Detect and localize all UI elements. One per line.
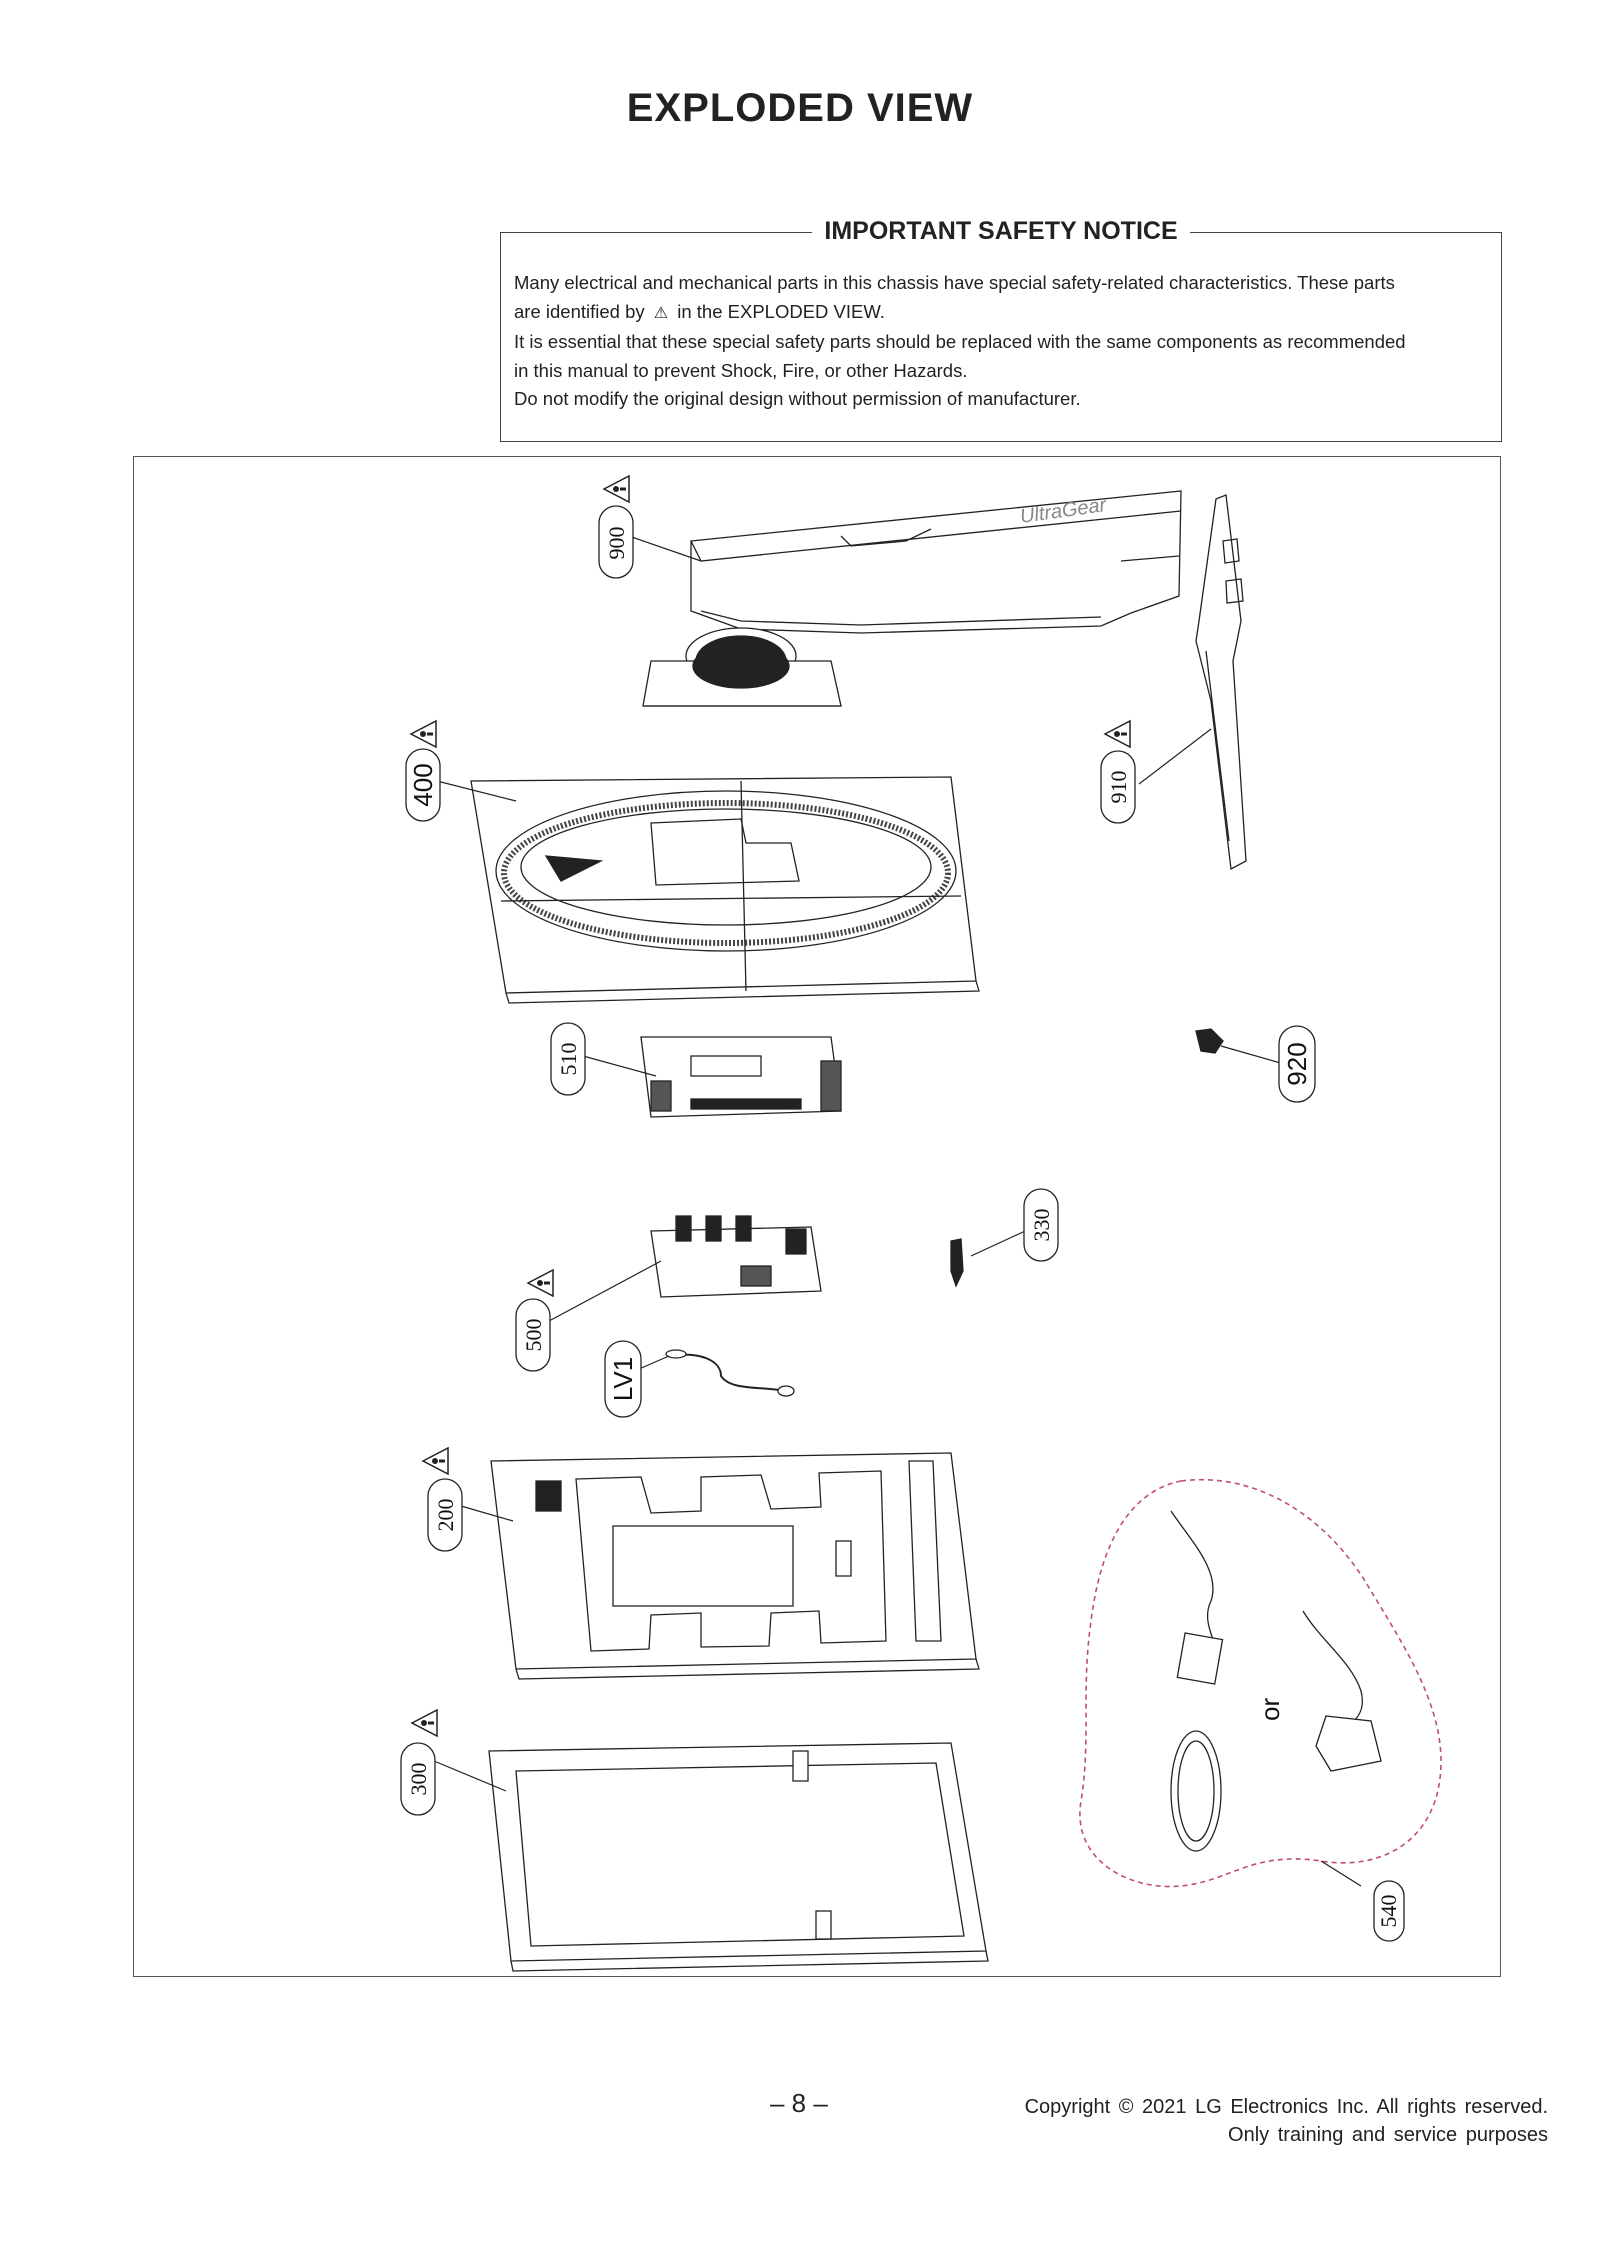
board-part-500 bbox=[650, 1215, 822, 1298]
callouts: 900 910 400 510 920 330 500 LV1 200 300 bbox=[400, 475, 1405, 1942]
page-title: EXPLODED VIEW bbox=[626, 86, 974, 130]
safety-notice-box: IMPORTANT SAFETY NOTICE Many electrical … bbox=[500, 217, 1502, 442]
copyright-line: Copyright © 2021 LG Electronics Inc. All… bbox=[1024, 2096, 1548, 2118]
frame-part-200 bbox=[490, 1452, 980, 1680]
notice-line: are identified by ⚠ in the EXPLODED VIEW… bbox=[514, 298, 1487, 329]
adapter-part-540: or bbox=[1079, 1479, 1442, 1888]
callout-910: 910 bbox=[1106, 771, 1131, 804]
safety-notice-body: Many electrical and mechanical parts in … bbox=[514, 269, 1487, 414]
notice-line: Do not modify the original design withou… bbox=[514, 388, 1081, 409]
callout-900: 900 bbox=[604, 527, 629, 560]
exploded-view-diagram: UltraGear bbox=[133, 456, 1501, 1977]
callout-330: 330 bbox=[1029, 1209, 1054, 1242]
cable-part-lv1 bbox=[665, 1349, 795, 1397]
clip-part-920 bbox=[1195, 1028, 1224, 1054]
callout-500: 500 bbox=[521, 1319, 546, 1352]
board-part-510 bbox=[640, 1036, 842, 1118]
or-label: or bbox=[1255, 1698, 1285, 1721]
callout-400: 400 bbox=[408, 763, 438, 806]
callout-920: 920 bbox=[1282, 1042, 1312, 1085]
callout-200: 200 bbox=[433, 1499, 458, 1532]
callout-300: 300 bbox=[406, 1763, 431, 1796]
bezel-part-300 bbox=[488, 1742, 989, 1972]
callout-lv1: LV1 bbox=[608, 1357, 638, 1401]
purpose-line: Only training and service purposes bbox=[1228, 2124, 1548, 2146]
notice-line: in this manual to prevent Shock, Fire, o… bbox=[514, 359, 968, 381]
connector-part-330 bbox=[950, 1238, 964, 1288]
back-cover-part-400 bbox=[470, 776, 980, 1004]
page-number: – 8 – bbox=[770, 2088, 828, 2118]
notice-line: It is essential that these special safet… bbox=[514, 331, 1406, 352]
copyright-footer: Copyright © 2021 LG Electronics Inc. All… bbox=[1025, 2093, 1548, 2149]
callout-540: 540 bbox=[1376, 1895, 1401, 1928]
leader-lines bbox=[433, 535, 1285, 1792]
notice-line: Many electrical and mechanical parts in … bbox=[514, 272, 1395, 293]
safety-notice-title: IMPORTANT SAFETY NOTICE bbox=[812, 217, 1190, 245]
warning-triangle-icon: ⚠ bbox=[653, 304, 669, 322]
side-part-910 bbox=[1195, 494, 1247, 871]
stand-part-900: UltraGear bbox=[642, 490, 1182, 707]
callout-510: 510 bbox=[556, 1043, 581, 1076]
